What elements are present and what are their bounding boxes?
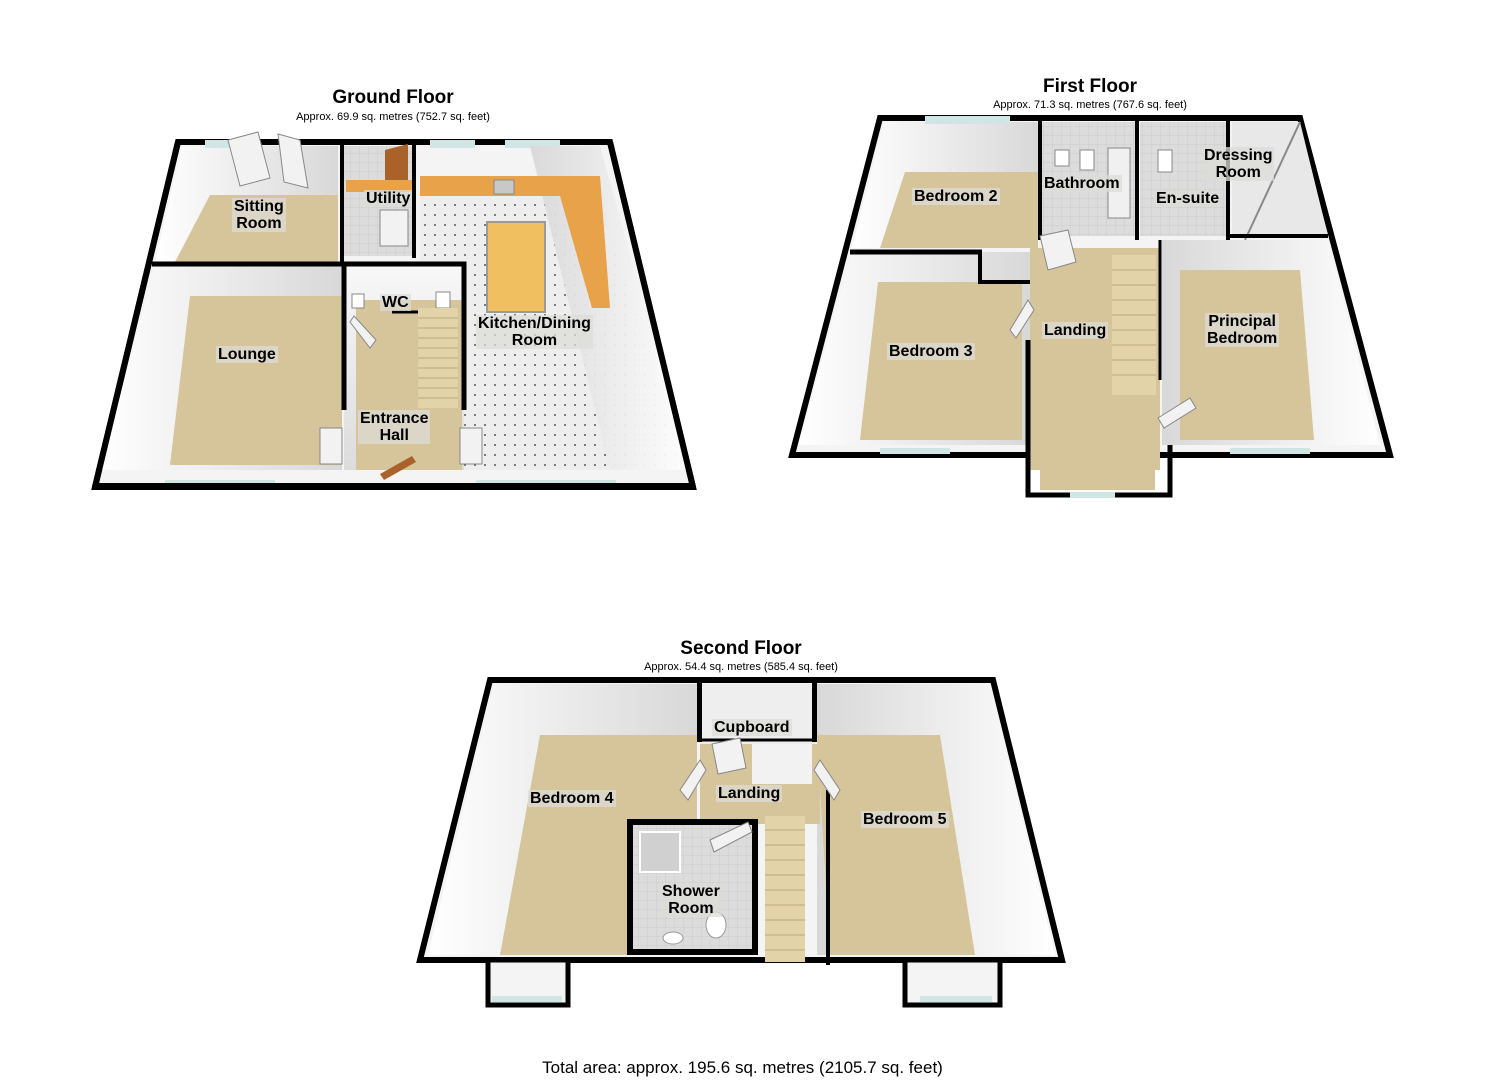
room-label-cupboard: Cupboard [712, 719, 792, 736]
room-label-kitchen-dining-room: Kitchen/Dining Room [476, 315, 593, 349]
room-label-bedroom-4: Bedroom 4 [528, 790, 616, 807]
first-floor-title: First Floor [1043, 76, 1137, 97]
second-floor-area: Approx. 54.4 sq. metres (585.4 sq. feet) [644, 661, 838, 673]
first-floor-plan [788, 115, 1394, 498]
room-label-bedroom-2: Bedroom 2 [912, 188, 1000, 205]
room-label-entrance-hall: Entrance Hall [358, 410, 431, 444]
room-label-landing-second: Landing [716, 785, 783, 802]
room-label-bedroom-3: Bedroom 3 [887, 343, 975, 360]
room-label-wc: WC [380, 294, 411, 311]
room-label-sitting-room: Sitting Room [232, 198, 286, 232]
room-label-lounge: Lounge [216, 346, 278, 363]
first-floor-stairs [1112, 255, 1156, 395]
room-label-landing-first: Landing [1042, 322, 1109, 339]
first-floor-area: Approx. 71.3 sq. metres (767.6 sq. feet) [993, 99, 1187, 111]
room-label-principal-bedroom: Principal Bedroom [1205, 313, 1280, 347]
room-label-dressing-room: Dressing Room [1202, 147, 1275, 181]
second-floor-title: Second Floor [680, 638, 802, 659]
ground-floor-stairs [418, 308, 458, 408]
ground-floor-area: Approx. 69.9 sq. metres (752.7 sq. feet) [296, 111, 490, 123]
room-label-bathroom: Bathroom [1042, 175, 1122, 192]
second-floor-stairs [765, 816, 805, 962]
room-label-utility: Utility [364, 190, 413, 207]
ground-floor-title: Ground Floor [332, 87, 454, 108]
ground-floor-plan [91, 131, 697, 490]
total-area: Total area: approx. 195.6 sq. metres (21… [542, 1058, 943, 1077]
room-label-bedroom-5: Bedroom 5 [861, 811, 949, 828]
room-label-shower-room: Shower Room [660, 883, 722, 917]
room-label-en-suite: En-suite [1154, 190, 1222, 207]
